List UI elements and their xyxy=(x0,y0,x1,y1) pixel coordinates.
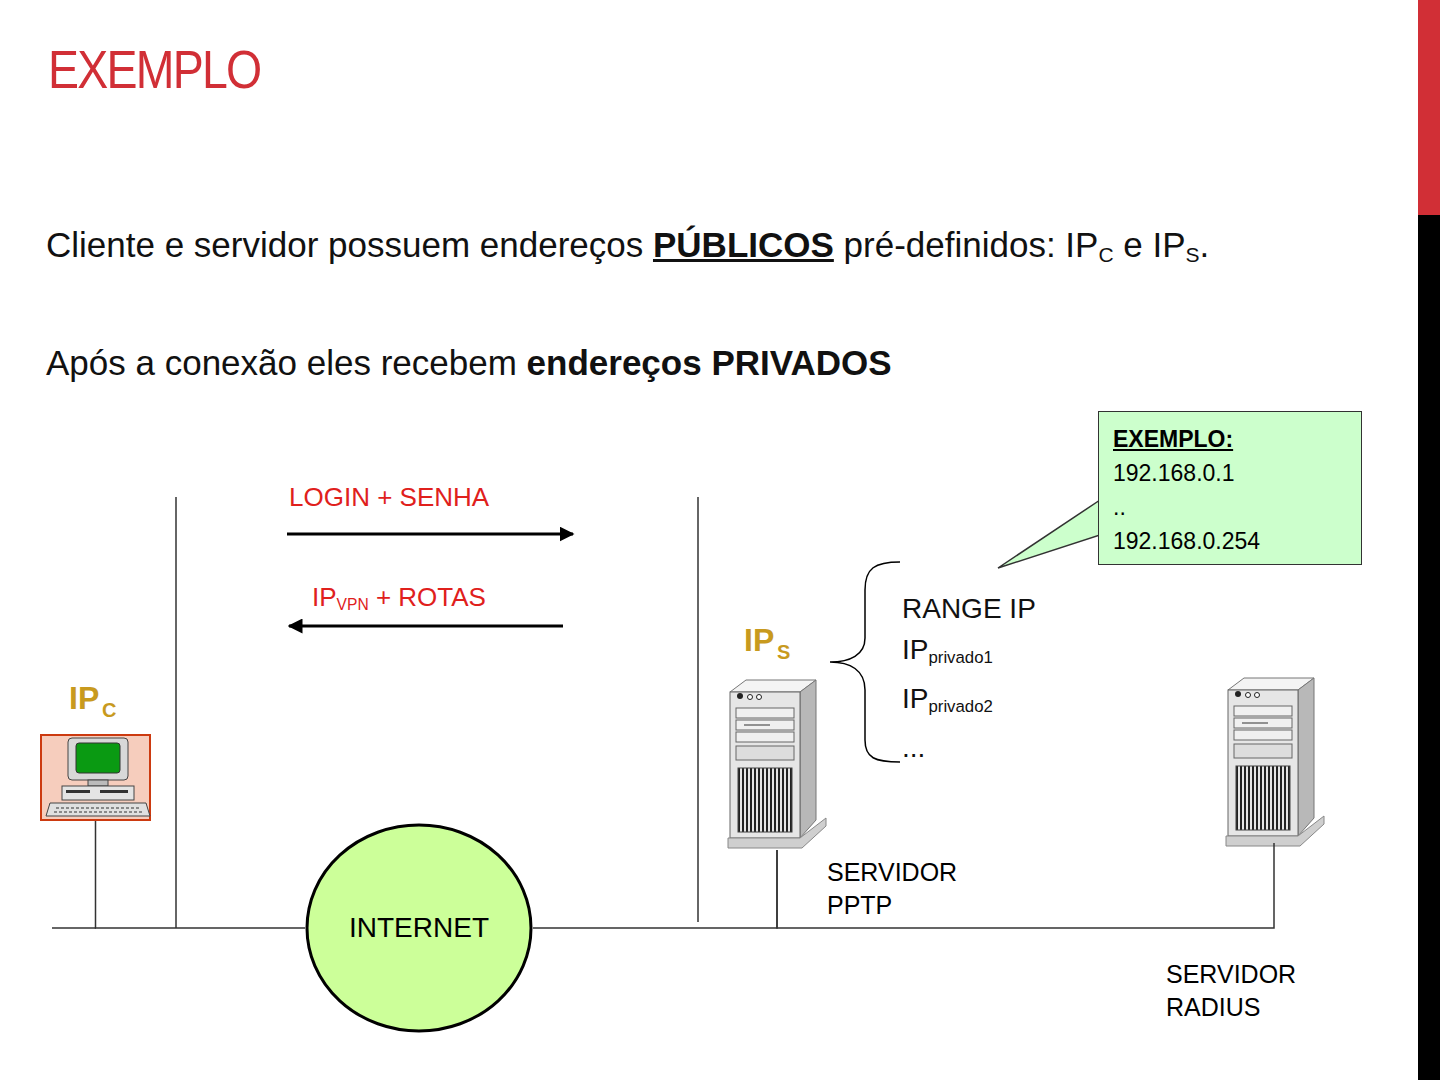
text-line: Após a conexão eles recebem endereços PR… xyxy=(46,335,1356,391)
node-text: IP xyxy=(744,622,774,659)
label-text: IP xyxy=(902,634,928,665)
slide-title: EXEMPLO xyxy=(48,38,261,100)
pptp-server: IPSSERVIDOR PPTP xyxy=(728,622,826,850)
computer-icon xyxy=(54,812,142,813)
computer-icon xyxy=(41,735,150,820)
label-text: e IP xyxy=(1114,225,1186,264)
label-text: VPN xyxy=(337,596,369,613)
text-group: Cliente e servidor possuem endereços PÚB… xyxy=(46,216,1356,284)
label-text: + ROTAS xyxy=(369,582,486,612)
text-line: IPprivado2 xyxy=(902,678,1102,727)
callout-pointer xyxy=(998,500,1100,568)
computer-icon xyxy=(76,743,120,773)
text-group: RANGE IPIPprivado1IPprivado2... xyxy=(902,588,1102,768)
internet-cloud: INTERNET xyxy=(305,823,533,1033)
label-text: Cliente e servidor possuem endereços xyxy=(46,225,653,264)
label-text: RANGE IP xyxy=(902,593,1036,624)
label-text: pré-definidos: IP xyxy=(834,225,1099,264)
computer-icon xyxy=(100,790,128,793)
label-text: privado1 xyxy=(928,648,992,667)
text-group: IPVPN + ROTAS xyxy=(312,580,632,622)
node-text: C xyxy=(102,699,116,722)
node-text: S xyxy=(777,641,790,664)
computer-icon xyxy=(66,790,90,793)
side-bar-red xyxy=(1418,0,1440,215)
computer-icon xyxy=(46,803,150,816)
network-wire xyxy=(777,843,1274,928)
computer-icon xyxy=(62,786,134,800)
internet-ellipse xyxy=(307,825,531,1031)
label-text: Após a conexão eles recebem xyxy=(46,343,527,382)
text-line: IPprivado1 xyxy=(902,629,1102,678)
label-text: ... xyxy=(902,732,925,763)
bracket xyxy=(830,562,900,762)
node-text: EXEMPLO: xyxy=(1113,422,1347,456)
label-text: privado2 xyxy=(928,697,992,716)
server-icon xyxy=(1226,678,1324,846)
callout-box: EXEMPLO:192.168.0.1..192.168.0.254 xyxy=(1098,411,1362,565)
text-line: ... xyxy=(902,727,1102,768)
node-text: IP xyxy=(69,680,99,717)
tunnel-boundary xyxy=(175,497,177,928)
computer-icon xyxy=(88,780,108,786)
label-text: C xyxy=(1098,243,1113,266)
node-text: SERVIDOR PPTP xyxy=(827,856,997,922)
side-bar-black xyxy=(1418,215,1440,1080)
network-wire xyxy=(533,850,777,928)
node-text: .. xyxy=(1113,490,1347,524)
node-text: SERVIDOR RADIUS xyxy=(1166,958,1336,1024)
computer-icon xyxy=(56,808,140,809)
label-text: LOGIN + SENHA xyxy=(289,482,489,512)
text-line: RANGE IP xyxy=(902,588,1102,629)
network-wire xyxy=(96,821,306,928)
text-line: IPVPN + ROTAS xyxy=(312,580,632,622)
tunnel-boundary xyxy=(697,497,699,922)
text-line: Cliente e servidor possuem endereços PÚB… xyxy=(46,216,1356,284)
text-group: Após a conexão eles recebem endereços PR… xyxy=(46,335,1356,391)
label-text: IP xyxy=(312,582,337,612)
server-icon xyxy=(728,680,826,848)
label-text: . xyxy=(1200,225,1210,264)
node-text: INTERNET xyxy=(349,912,489,944)
message-arrow xyxy=(287,533,573,536)
label-text: endereços PRIVADOS xyxy=(527,343,892,382)
label-text: PÚBLICOS xyxy=(653,225,834,264)
node-text: 192.168.0.254 xyxy=(1113,524,1347,558)
text-group: LOGIN + SENHA xyxy=(289,480,609,514)
label-text: S xyxy=(1186,243,1200,266)
network-wire xyxy=(52,927,96,929)
computer-icon xyxy=(68,738,128,780)
label-text: IP xyxy=(902,683,928,714)
client-computer: IPC xyxy=(40,680,151,821)
computer-icon xyxy=(41,735,150,820)
message-arrow xyxy=(289,625,563,628)
text-line: LOGIN + SENHA xyxy=(289,480,609,514)
radius-server: SERVIDOR RADIUS xyxy=(1226,676,1322,843)
node-text: 192.168.0.1 xyxy=(1113,456,1347,490)
